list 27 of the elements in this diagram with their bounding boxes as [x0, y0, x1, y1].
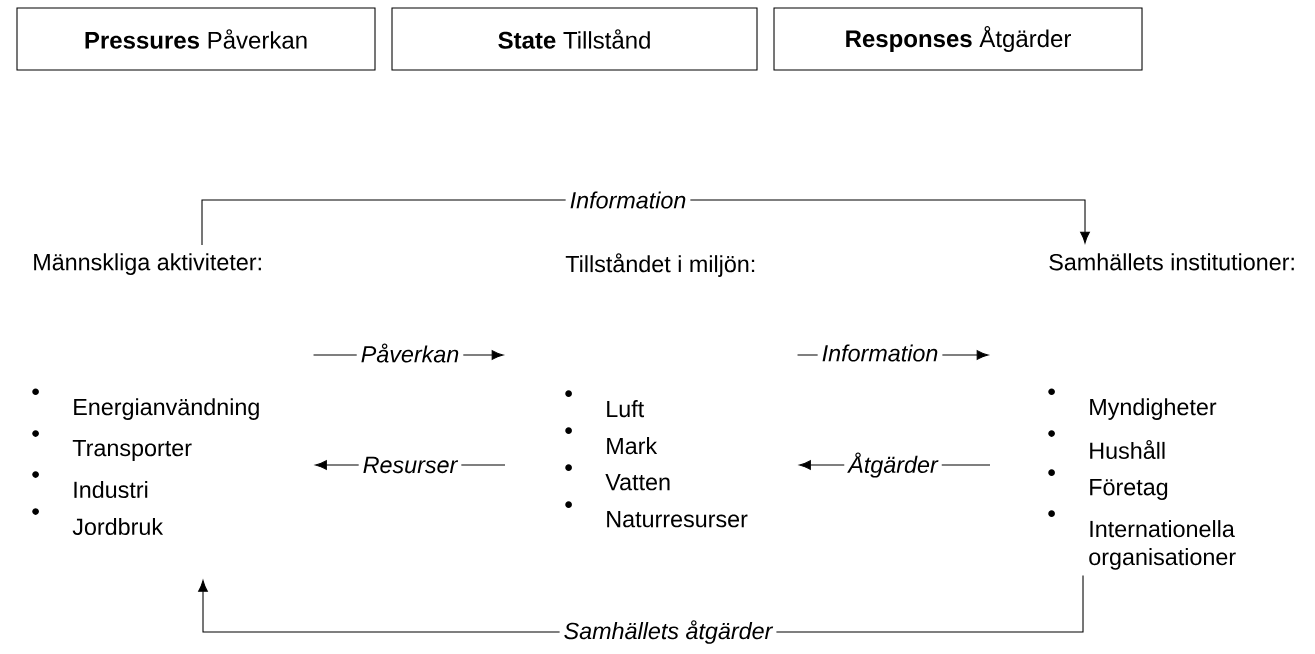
node-label: Företag: [1090, 479, 1168, 501]
node-label: Vatten: [605, 474, 670, 491]
node-label: Hushåll: [1090, 439, 1165, 460]
node-label: Mark: [607, 437, 658, 455]
node-label: Naturresurser: [607, 511, 748, 528]
bullet-list: Tillståndet i miljön: Luft Mark Vatten Naturresurser: [565, 253, 755, 528]
node-label: Energianvändning: [74, 398, 259, 420]
node-label: Myndigheter: [1090, 398, 1217, 420]
edge-label: Information: [817, 340, 943, 366]
node-label: Transporter: [72, 439, 192, 461]
bullet-list: Männskliga aktiviteter: Energianvändning Transporter Industri Jordbruk: [32, 253, 261, 536]
header-box: Responses Åtgärder: [773, 7, 1143, 71]
edge-label: Information: [565, 187, 691, 213]
node-label: Internationella organisationer: [1089, 520, 1236, 570]
bullet-list: Samhällets institutioner: Myndigheter Hushåll Företag Internationella organisationer: [1048, 253, 1294, 570]
node-label: Samhällets institutioner:: [1049, 253, 1294, 271]
node-label: Männskliga aktiviteter:: [34, 253, 261, 276]
node-label: Industri: [74, 480, 148, 499]
header-box: Pressures Påverkan: [16, 7, 376, 71]
edge-label: Påverkan: [356, 339, 464, 367]
header-box: State Tillstånd: [391, 7, 758, 71]
edge-label: Åtgärder: [844, 448, 942, 482]
node-label: Luft: [607, 400, 645, 418]
node-label: Tillståndet i miljön:: [565, 253, 755, 277]
node-label: Jordbruk: [72, 517, 164, 536]
edge-label: Resurser: [358, 452, 462, 478]
edge-label: Samhällets åtgärder: [559, 616, 777, 648]
